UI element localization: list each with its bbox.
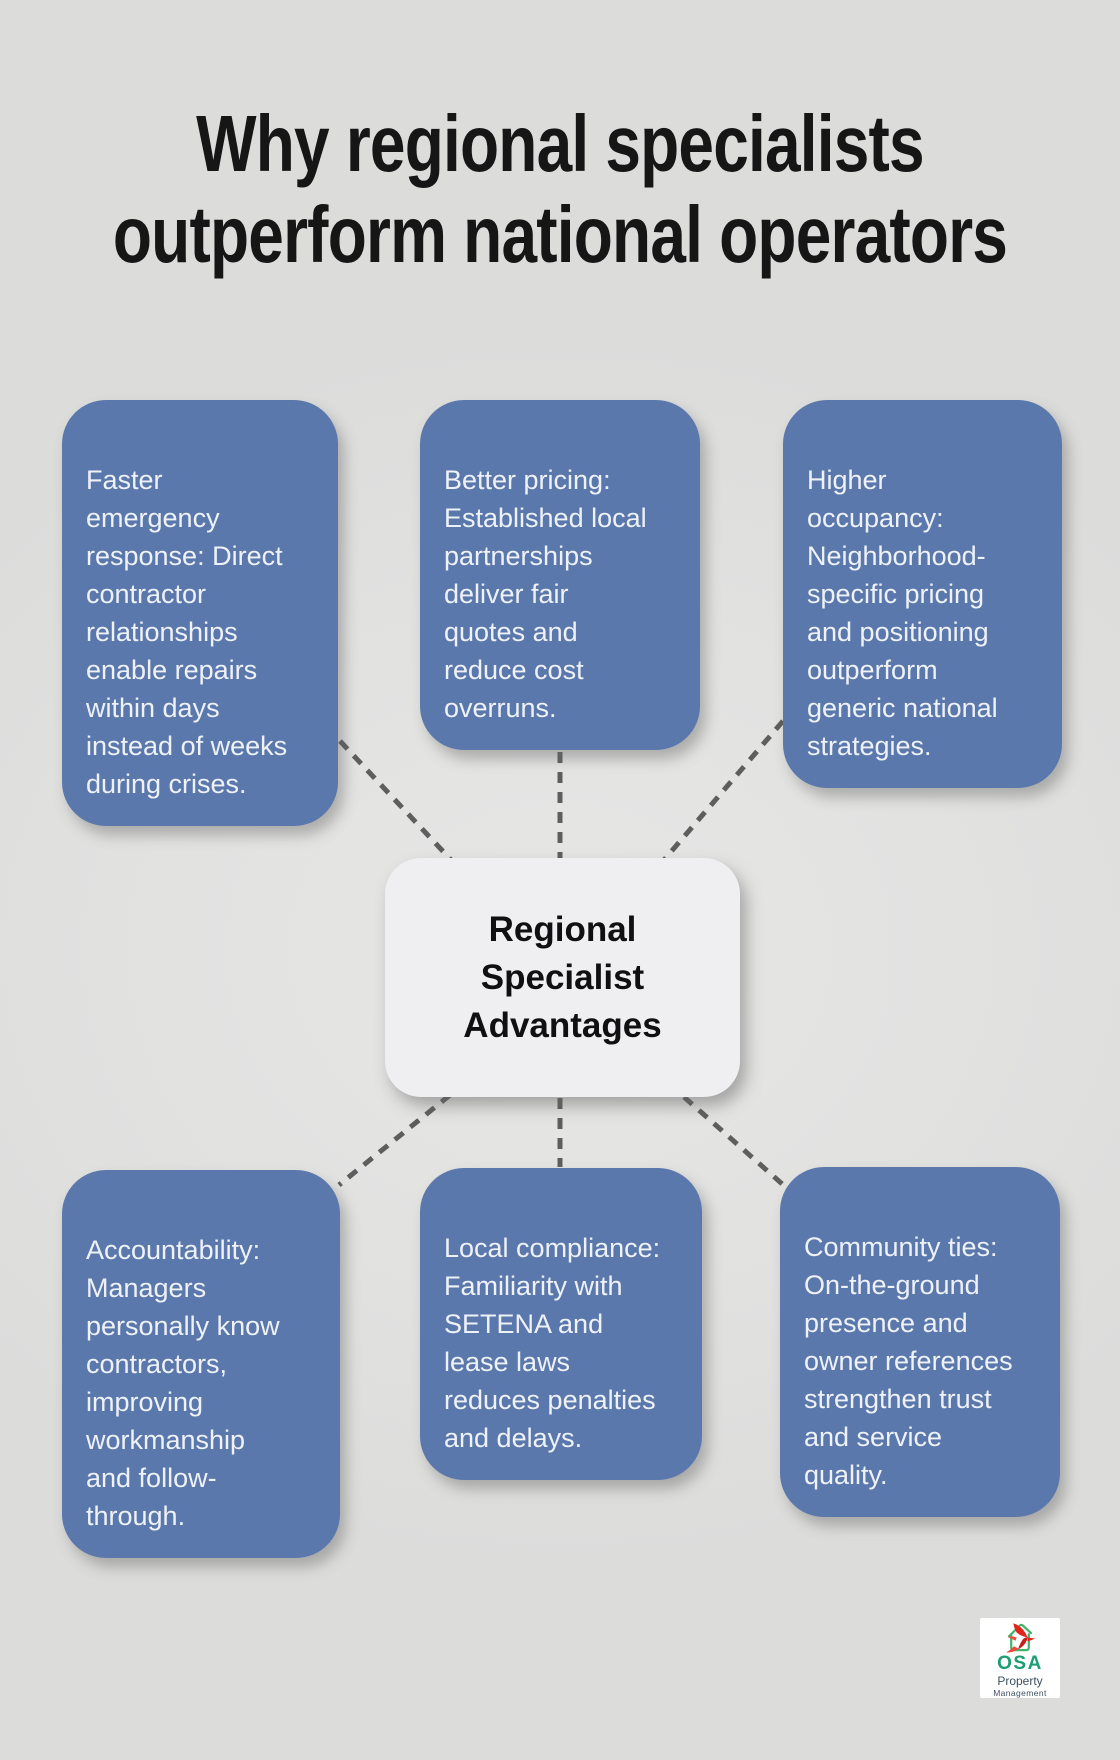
house-with-hummingbird-icon bbox=[1006, 1623, 1036, 1653]
advantage-card-better-pricing: Better pricing: Established local partne… bbox=[420, 400, 700, 750]
connector-top-right bbox=[662, 719, 785, 862]
card-text: Better pricing: Established local partne… bbox=[444, 465, 647, 723]
card-text: Local compliance: Familiarity with SETEN… bbox=[444, 1233, 661, 1453]
card-text: Faster emergency response: Direct contra… bbox=[86, 465, 288, 799]
logo-subtitle-property: Property bbox=[997, 1674, 1043, 1688]
card-text: Accountability: Managers personally know… bbox=[86, 1235, 280, 1531]
logo-subtitle-management: Management bbox=[993, 1688, 1047, 1698]
advantage-card-community-ties: Community ties: On-the-ground presence a… bbox=[780, 1167, 1060, 1517]
connector-top-left bbox=[338, 739, 454, 863]
central-node-label: Regional Specialist Advantages bbox=[463, 909, 662, 1045]
card-text: Higher occupancy: Neighborhood- specific… bbox=[807, 465, 998, 761]
advantage-card-higher-occupancy: Higher occupancy: Neighborhood- specific… bbox=[783, 400, 1062, 788]
logo-brand-text: OSA bbox=[997, 1653, 1043, 1674]
advantage-card-accountability: Accountability: Managers personally know… bbox=[62, 1170, 340, 1558]
connector-bottom-left bbox=[337, 1093, 452, 1187]
card-text: Community ties: On-the-ground presence a… bbox=[804, 1232, 1013, 1490]
advantage-card-local-compliance: Local compliance: Familiarity with SETEN… bbox=[420, 1168, 702, 1480]
advantage-card-faster-emergency-response: Faster emergency response: Direct contra… bbox=[62, 400, 338, 826]
connector-bottom-right bbox=[682, 1095, 791, 1192]
central-node: Regional Specialist Advantages bbox=[385, 858, 740, 1097]
page-title: Why regional specialists outperform nati… bbox=[112, 99, 1008, 279]
osa-logo: OSA Property Management bbox=[980, 1618, 1060, 1698]
